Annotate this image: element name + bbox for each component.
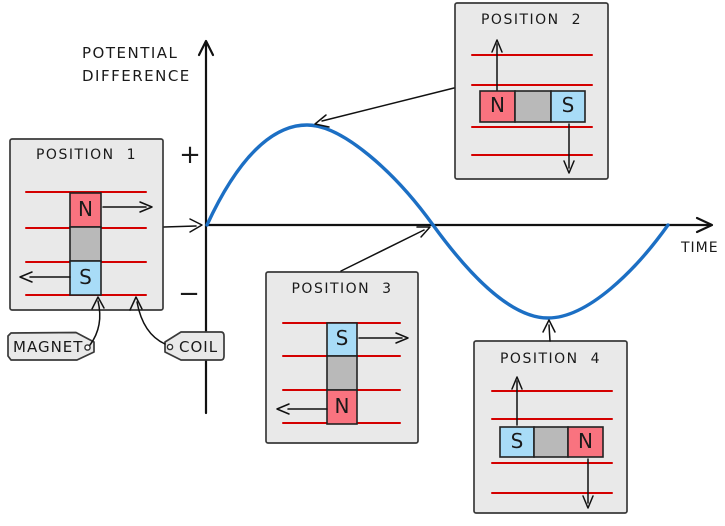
motion-arrow-left xyxy=(276,403,328,415)
north-pole xyxy=(326,389,358,425)
motion-arrow-right xyxy=(102,201,153,213)
position-4-box xyxy=(473,340,628,514)
y-axis-title-line1: POTENTIAL xyxy=(82,44,179,62)
sine-curve xyxy=(205,123,670,320)
motion-arrow-up xyxy=(491,39,503,91)
pole-label-s: S xyxy=(561,93,575,117)
motion-arrow-left xyxy=(19,271,71,283)
position-4-title: POSITION 4 xyxy=(499,351,601,367)
pole-label-n: N xyxy=(578,429,593,453)
y-axis-title: POTENTIAL DIFFERENCE xyxy=(82,42,191,88)
magnet-middle xyxy=(514,90,552,123)
coil-leader-arrow xyxy=(129,296,166,345)
tag-hole xyxy=(166,343,174,351)
tag-hole xyxy=(84,344,91,351)
pole-label-s: S xyxy=(510,429,524,453)
x-axis-label: TIME xyxy=(681,240,719,256)
pole-label-n: N xyxy=(490,93,505,117)
motion-arrow-down xyxy=(563,123,575,174)
position-1-box xyxy=(9,138,164,311)
position-1-pointer-arrow xyxy=(163,218,203,233)
position-1-title: POSITION 1 xyxy=(35,147,137,163)
magnet-middle xyxy=(69,226,102,262)
pole-label-n: N xyxy=(334,394,350,418)
position-2-box xyxy=(454,2,609,180)
position-3-pointer-arrow xyxy=(340,226,431,272)
south-pole xyxy=(69,260,102,296)
north-pole xyxy=(69,192,102,228)
coil-lines xyxy=(471,54,593,156)
position-2-pointer-arrow xyxy=(314,87,455,128)
magnet-leader-arrow xyxy=(89,296,105,346)
magnet-middle xyxy=(326,355,358,391)
pole-label-n: N xyxy=(78,197,93,221)
coil-lines xyxy=(491,390,613,494)
north-pole xyxy=(479,90,516,123)
position-4-pointer-arrow xyxy=(542,319,556,342)
magnet-tag-label: MAGNET xyxy=(13,338,84,356)
plus-label: + xyxy=(179,140,201,170)
minus-label: − xyxy=(178,279,200,309)
pole-label-s: S xyxy=(79,265,92,289)
position-3-box xyxy=(265,271,419,444)
north-pole xyxy=(567,426,604,458)
magnet-middle xyxy=(533,426,569,458)
coil-tag-label: COIL xyxy=(179,338,219,356)
magnet-tag xyxy=(7,331,95,361)
pole-label-s: S xyxy=(335,326,349,350)
x-axis xyxy=(204,216,714,234)
position-2-title: POSITION 2 xyxy=(480,12,582,28)
motion-arrow-down xyxy=(582,458,594,509)
y-axis-title-line2: DIFFERENCE xyxy=(82,67,191,85)
position-3-title: POSITION 3 xyxy=(291,281,393,297)
motion-arrow-right xyxy=(358,332,409,344)
coil-tag xyxy=(164,331,225,361)
south-pole xyxy=(550,90,586,123)
motion-arrow-up xyxy=(511,376,523,426)
